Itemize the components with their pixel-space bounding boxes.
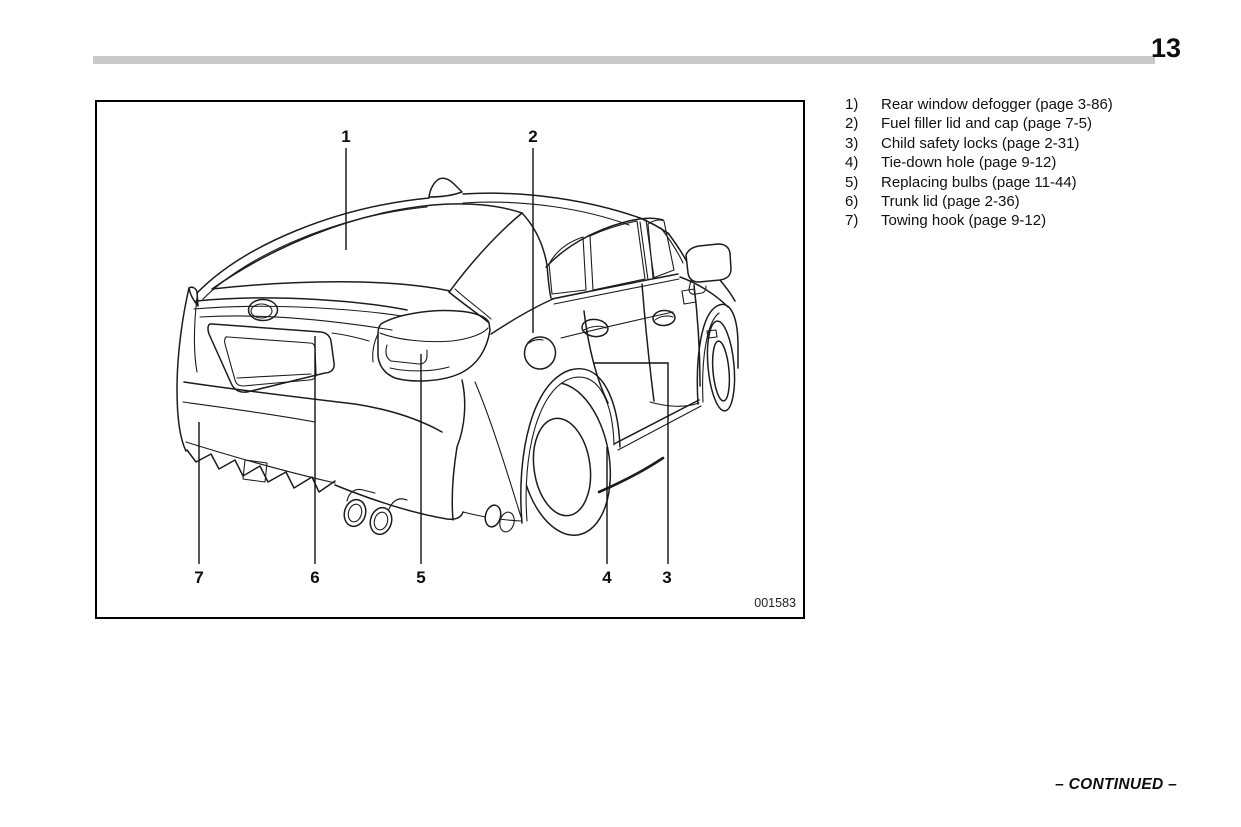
- legend-item: 5) Replacing bulbs (page 11-44): [845, 173, 1205, 192]
- header-rule: [93, 56, 1155, 64]
- callout-number-6: 6: [310, 568, 319, 587]
- legend-item-label: Child safety locks (page 2-31): [881, 134, 1080, 152]
- legend-item-label: Rear window defogger (page 3-86): [881, 96, 1113, 113]
- legend-item-number: 1): [845, 96, 859, 113]
- figure-code: 001583: [754, 596, 796, 610]
- legend-item: 2) Fuel filler lid and cap (page 7-5): [845, 114, 1205, 133]
- tail-light: [372, 309, 491, 382]
- trunk-emblem: [247, 298, 279, 322]
- side-windows: [548, 219, 675, 295]
- callout-number-2: 2: [528, 127, 537, 146]
- legend-item-number: 7): [845, 212, 859, 230]
- legend-item: 1) Rear window defogger (page 3-86): [845, 95, 1205, 114]
- callout-number-4: 4: [602, 568, 612, 587]
- callout-number-1: 1: [341, 127, 350, 146]
- legend-item-label: Replacing bulbs (page 11-44): [881, 173, 1077, 191]
- page-number: 13: [1150, 33, 1181, 63]
- legend-item-label: Tie-down hole (page 9-12): [881, 154, 1057, 172]
- legend-item: 7) Towing hook (page 9-12): [845, 211, 1205, 230]
- legend-item: 3) Child safety locks (page 2-31): [845, 134, 1205, 153]
- callout-number-7: 7: [194, 568, 203, 587]
- legend-item-number: 5): [845, 173, 859, 191]
- legend-item-label: Fuel filler lid and cap (page 7-5): [881, 115, 1092, 133]
- exhaust-tips: [343, 488, 515, 536]
- legend-item-label: Trunk lid (page 2-36): [881, 193, 1020, 211]
- legend-item-number: 4): [845, 154, 859, 172]
- fuel-filler-lid: [523, 336, 557, 370]
- figure-box: 1 2 7 6 5 4 3 001583: [95, 100, 805, 619]
- rear-wheel: [525, 382, 612, 536]
- license-plate-recess: [207, 323, 370, 393]
- door-handle-rear: [581, 318, 609, 338]
- antenna: [428, 177, 463, 198]
- legend-item-number: 2): [845, 115, 859, 133]
- legend-item-label: Towing hook (page 9-12): [881, 212, 1047, 230]
- continued-label: – CONTINUED –: [1055, 776, 1177, 793]
- legend-item-number: 3): [845, 134, 859, 152]
- legend-item-number: 6): [845, 193, 859, 211]
- legend-item: 4) Tie-down hole (page 9-12): [845, 153, 1205, 172]
- callout-line-3: [594, 362, 669, 564]
- car-body: [176, 177, 739, 536]
- callout-number-5: 5: [416, 568, 425, 587]
- car-illustration: 1 2 7 6 5 4 3 001583: [176, 127, 796, 610]
- rear-diffuser: [186, 449, 336, 493]
- callouts: 1 2 7 6 5 4 3: [194, 127, 671, 587]
- door-handle-front: [652, 309, 676, 327]
- front-wheel: [706, 320, 736, 412]
- legend-item: 6) Trunk lid (page 2-36): [845, 192, 1205, 211]
- legend: 1) Rear window defogger (page 3-86) 2) F…: [845, 95, 1205, 231]
- side-mirror: [681, 243, 732, 305]
- callout-number-3: 3: [662, 568, 671, 587]
